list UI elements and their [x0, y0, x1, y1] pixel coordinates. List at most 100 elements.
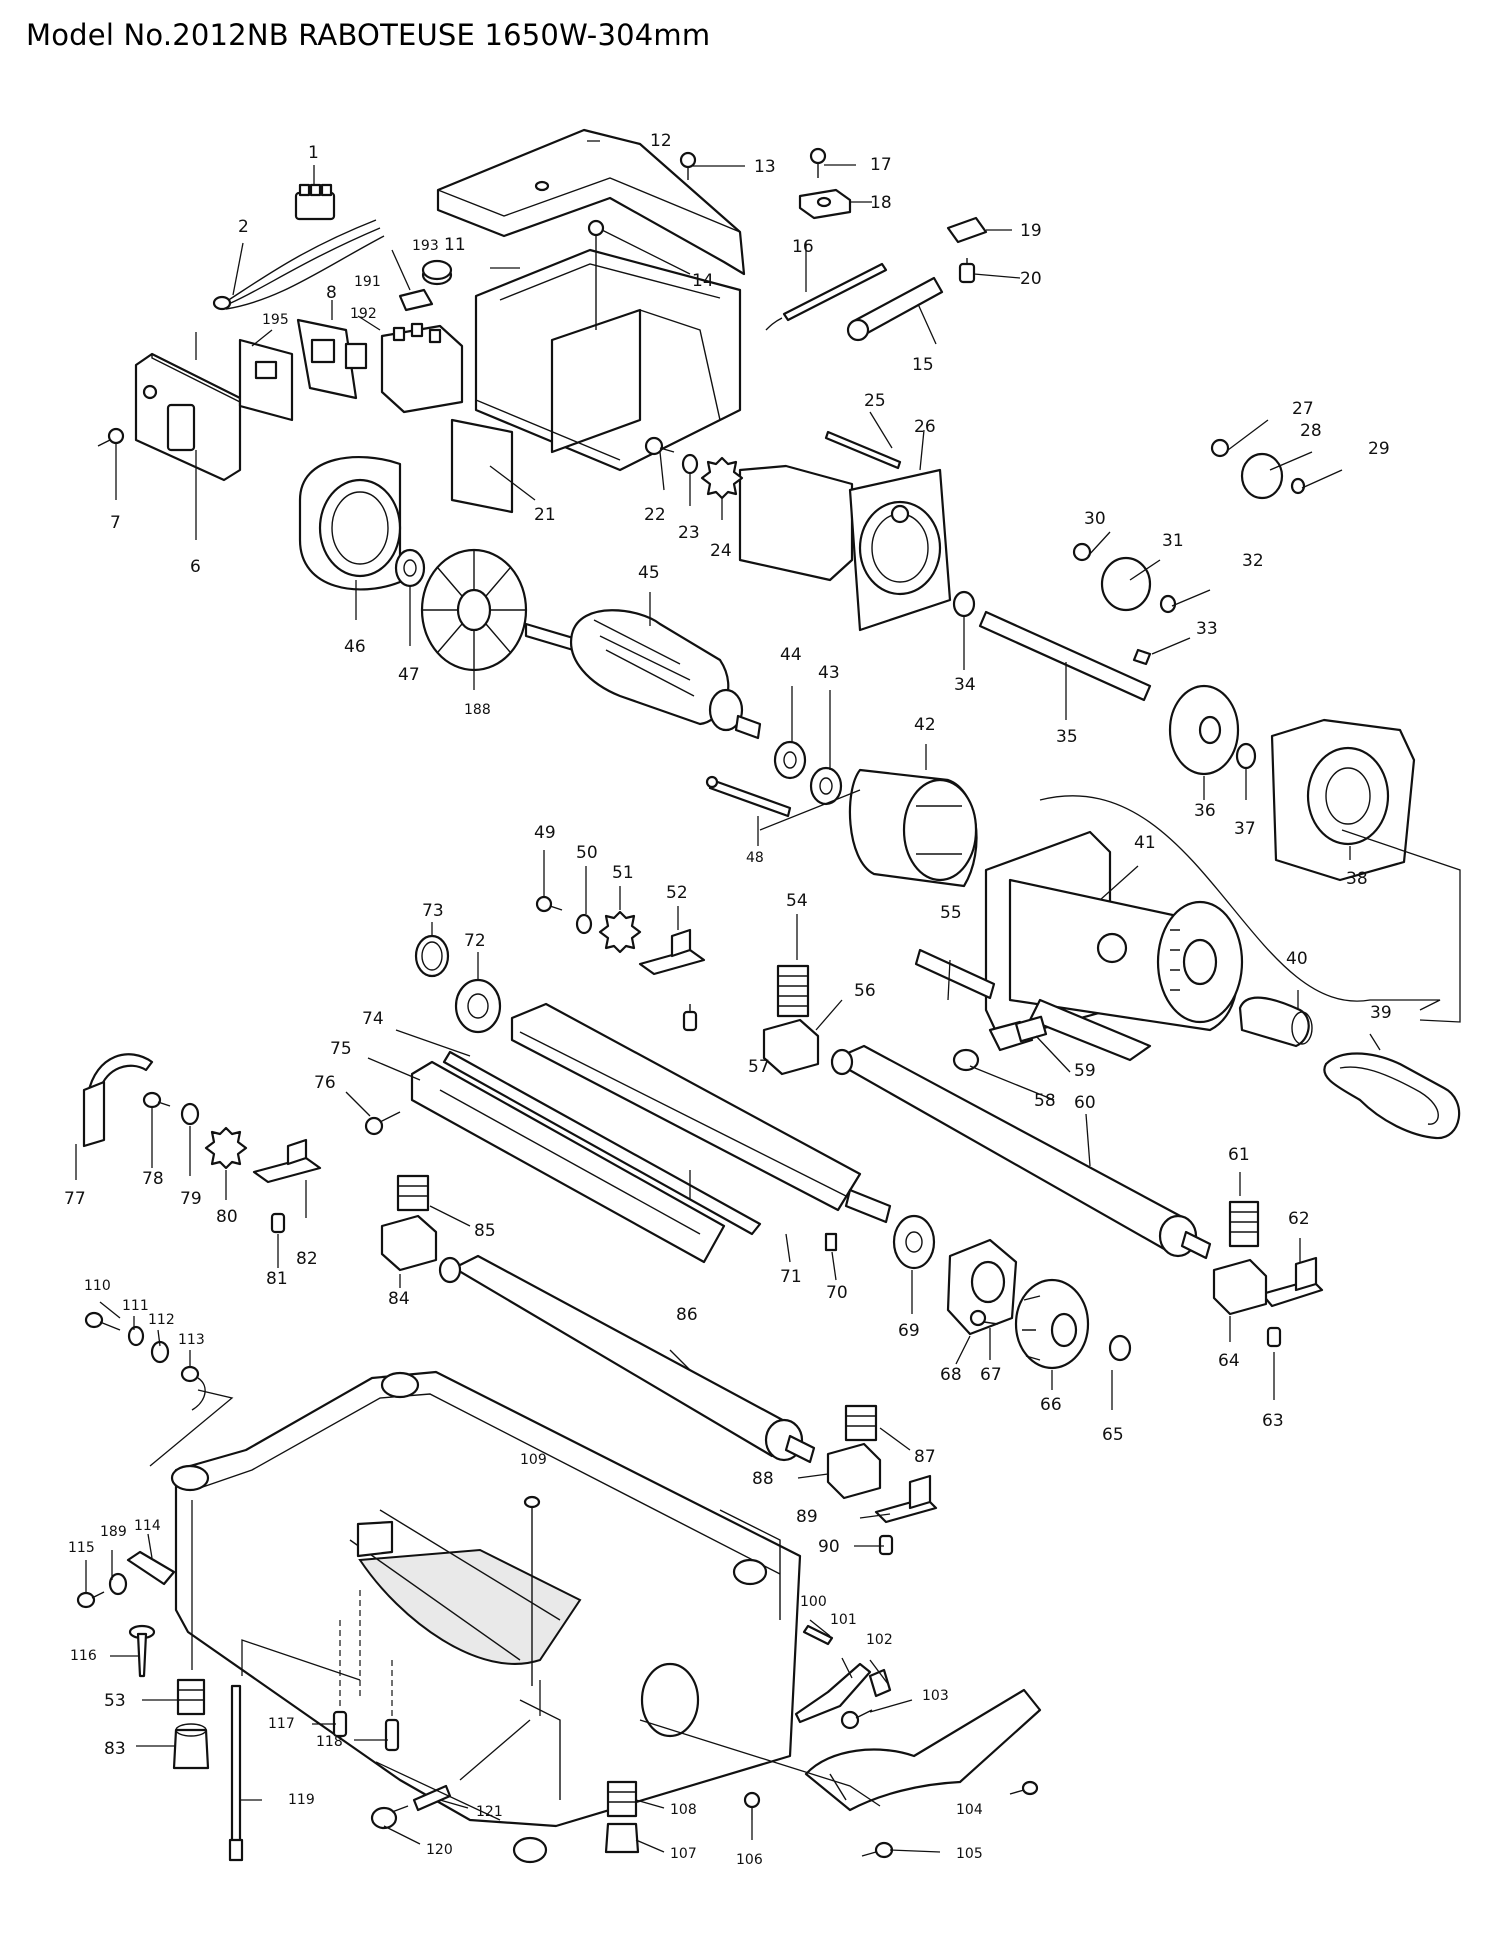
- bracket-82-part: [252, 1138, 322, 1184]
- callout-41: 41: [1134, 833, 1156, 853]
- callout-56: 56: [854, 981, 876, 1001]
- callout-2: 2: [238, 217, 249, 237]
- callout-105: 105: [956, 1846, 983, 1862]
- callout-34: 34: [954, 675, 976, 695]
- callout-18: 18: [870, 193, 892, 213]
- callout-118: 118: [316, 1734, 343, 1750]
- callout-119: 119: [288, 1792, 315, 1808]
- callout-100: 100: [800, 1594, 827, 1610]
- callout-6: 6: [190, 557, 201, 577]
- block-88-part: [826, 1442, 882, 1500]
- label-195-part: [238, 338, 294, 422]
- wire-16-part: [765, 262, 888, 331]
- callout-110: 110: [84, 1278, 111, 1294]
- screw-57-part: [682, 1004, 698, 1032]
- callout-21: 21: [534, 505, 556, 525]
- callout-50: 50: [576, 843, 598, 863]
- block-84-part: [380, 1214, 438, 1272]
- callout-58: 58: [1034, 1091, 1056, 1111]
- spring-53-part: [176, 1678, 206, 1716]
- callout-79: 79: [180, 1189, 202, 1209]
- callout-71: 71: [780, 1267, 802, 1287]
- star-80-part: [204, 1126, 248, 1170]
- callout-52: 52: [666, 883, 688, 903]
- callout-38: 38: [1346, 869, 1368, 889]
- callout-19: 19: [1020, 221, 1042, 241]
- callout-1: 1: [308, 143, 319, 163]
- callout-8: 8: [326, 283, 337, 303]
- key-33-part: [1132, 648, 1152, 666]
- leader-lines: [75, 140, 1461, 1853]
- bearing-69-part: [892, 1214, 936, 1270]
- part-193: [421, 259, 453, 286]
- nut-107-part: [604, 1822, 640, 1854]
- callout-22: 22: [644, 505, 666, 525]
- callout-195: 195: [262, 312, 289, 328]
- callout-116: 116: [70, 1648, 97, 1664]
- callout-114: 114: [134, 1518, 161, 1534]
- suppressor-192-part: [380, 322, 464, 414]
- callout-90: 90: [818, 1537, 840, 1557]
- housing-cover-11-part: [474, 248, 742, 472]
- callout-73: 73: [422, 901, 444, 921]
- callout-47: 47: [398, 665, 420, 685]
- bracket-89-part: [874, 1474, 938, 1524]
- block-56-part: [762, 1018, 820, 1076]
- callout-28: 28: [1300, 421, 1322, 441]
- callout-42: 42: [914, 715, 936, 735]
- callout-51: 51: [612, 863, 634, 883]
- callout-108: 108: [670, 1802, 697, 1818]
- bearing-72-part: [454, 978, 502, 1034]
- screw-90-part: [878, 1534, 894, 1556]
- callout-112: 112: [148, 1312, 175, 1328]
- plate-114-part: [126, 1550, 176, 1586]
- callout-107: 107: [670, 1846, 697, 1862]
- callout-191: 191: [354, 274, 381, 290]
- part-120: [370, 1805, 409, 1830]
- blade-plate-75-part: [410, 1060, 726, 1264]
- callout-40: 40: [1286, 949, 1308, 969]
- cutter-drum-71-part: [510, 1002, 892, 1224]
- callout-61: 61: [1228, 1145, 1250, 1165]
- screw-78-part: [142, 1091, 171, 1109]
- callout-24: 24: [710, 541, 732, 561]
- callout-104: 104: [956, 1802, 983, 1818]
- washer-111-part: [127, 1325, 145, 1347]
- callout-39: 39: [1370, 1003, 1392, 1023]
- washer-189-part: [108, 1572, 128, 1596]
- spring-85-part: [396, 1174, 430, 1212]
- sleeve-15-part: [846, 276, 944, 342]
- callout-85: 85: [474, 1221, 496, 1241]
- top-cover-12-part: [436, 128, 746, 276]
- clamp-18-part: [798, 188, 852, 220]
- callout-192: 192: [350, 306, 377, 322]
- screw-22-part: [644, 436, 675, 456]
- callout-69: 69: [898, 1321, 920, 1341]
- callout-76: 76: [314, 1073, 336, 1093]
- callout-77: 77: [64, 1189, 86, 1209]
- callout-106: 106: [736, 1852, 763, 1868]
- screw-49-part: [535, 895, 563, 913]
- callout-20: 20: [1020, 269, 1042, 289]
- washer-37-part: [1235, 742, 1257, 770]
- screw-17-part: [809, 147, 827, 178]
- callout-80: 80: [216, 1207, 238, 1227]
- callout-29: 29: [1368, 439, 1390, 459]
- belt-39-part: [1323, 1052, 1461, 1140]
- callout-113: 113: [178, 1332, 205, 1348]
- callout-88: 88: [752, 1469, 774, 1489]
- armature-45-part: [524, 609, 762, 740]
- callout-53: 53: [104, 1691, 126, 1711]
- callout-101: 101: [830, 1612, 857, 1628]
- callout-83: 83: [104, 1739, 126, 1759]
- star-24-part: [700, 456, 744, 500]
- callout-25: 25: [864, 391, 886, 411]
- callout-16: 16: [792, 237, 814, 257]
- part-40: [1238, 996, 1313, 1048]
- callout-72: 72: [464, 931, 486, 951]
- screw-115-part: [76, 1591, 105, 1609]
- callout-78: 78: [142, 1169, 164, 1189]
- screw-7-part: [97, 427, 125, 447]
- callout-45: 45: [638, 563, 660, 583]
- bearing-43-part: [809, 766, 843, 806]
